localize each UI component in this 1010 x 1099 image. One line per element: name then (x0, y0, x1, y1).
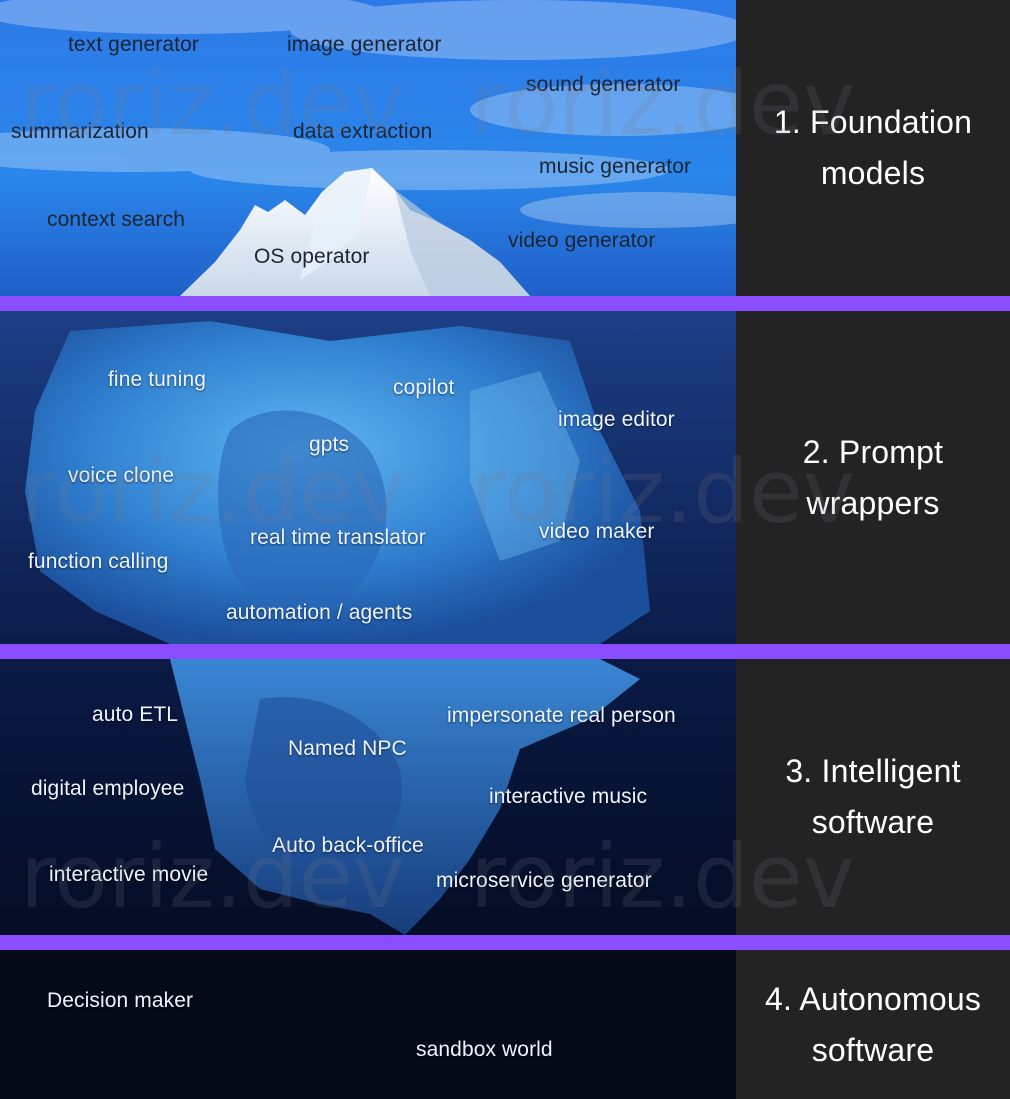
shallow-water-panel (0, 311, 736, 644)
clouds (0, 0, 736, 228)
deep-water-panel (0, 659, 736, 935)
sky-panel (0, 0, 736, 296)
label-image-editor: image editor (558, 408, 675, 431)
deep-water-background (0, 659, 736, 935)
section-heading-3: 3. Intelligent software (736, 659, 1010, 935)
label-sound-generator: sound generator (526, 73, 681, 96)
divider-3 (0, 935, 1010, 950)
label-named-npc: Named NPC (288, 737, 407, 760)
abyss-panel (0, 950, 736, 1099)
section-heading-4: 4. Autonomous software (736, 950, 1010, 1099)
divider-1 (0, 296, 1010, 311)
heading-foundation-models: 1. Foundation models (773, 104, 973, 191)
label-auto-etl: auto ETL (92, 703, 179, 726)
label-fine-tuning: fine tuning (108, 368, 207, 391)
shallow-water-background (0, 311, 736, 644)
label-interactive-music: interactive music (489, 785, 648, 808)
label-real-time-translator: real time translator (250, 526, 426, 549)
divider-2 (0, 644, 1010, 659)
label-microservice-generator: microservice generator (436, 869, 652, 892)
label-copilot: copilot (393, 376, 455, 399)
label-digital-employee: digital employee (31, 777, 185, 800)
label-gpts: gpts (309, 433, 350, 456)
label-automation-agents: automation / agents (226, 601, 413, 624)
sky-background (0, 0, 736, 296)
label-data-extraction: data extraction (293, 120, 433, 143)
label-music-generator: music generator (539, 155, 692, 178)
heading-prompt-wrappers: 2. Prompt wrappers (802, 433, 944, 521)
label-text-generator: text generator (68, 33, 199, 56)
section-heading-2: 2. Prompt wrappers (736, 311, 1010, 644)
label-interactive-movie: interactive movie (49, 863, 209, 886)
label-function-calling: function calling (28, 550, 169, 573)
heading-autonomous-software: 4. Autonomous software (764, 980, 982, 1068)
label-os-operator: OS operator (254, 245, 370, 268)
label-auto-back-office: Auto back-office (272, 834, 424, 857)
label-impersonate-real-person: impersonate real person (447, 704, 676, 727)
label-summarization: summarization (11, 120, 149, 143)
label-voice-clone: voice clone (68, 464, 175, 487)
section-heading-1: 1. Foundation models (736, 0, 1010, 296)
label-context-search: context search (47, 208, 185, 231)
heading-intelligent-software: 3. Intelligent software (785, 753, 961, 840)
label-decision-maker: Decision maker (47, 989, 194, 1012)
label-video-generator: video generator (508, 229, 656, 252)
label-sandbox-world: sandbox world (416, 1038, 553, 1061)
label-image-generator: image generator (287, 33, 442, 56)
label-video-maker: video maker (539, 520, 655, 543)
